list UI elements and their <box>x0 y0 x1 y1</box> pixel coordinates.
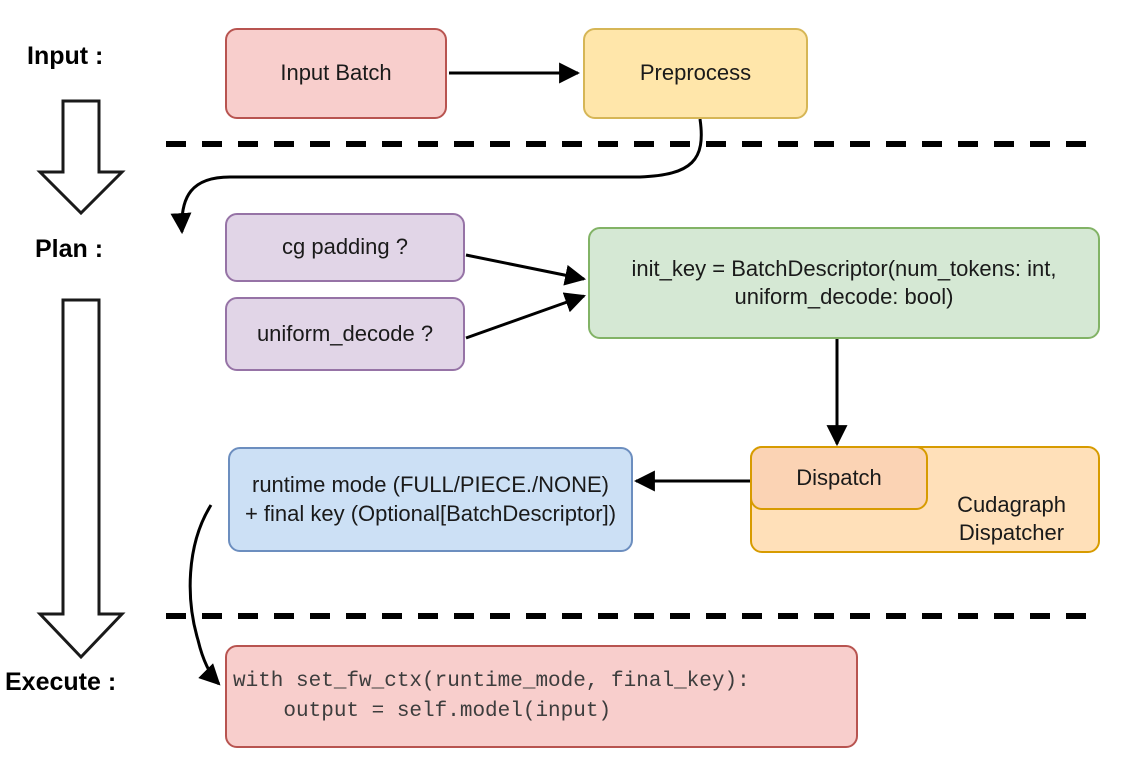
node-input-batch[interactable]: Input Batch <box>225 28 447 119</box>
stage-label-execute: Execute : <box>5 668 117 696</box>
node-preprocess[interactable]: Preprocess <box>583 28 808 119</box>
node-init-key-line2: uniform_decode: bool) <box>734 284 954 309</box>
node-runtime-mode-line2: + final key (Optional[BatchDescriptor]) <box>244 500 617 526</box>
arrow-cg-padding-to-init-key <box>465 253 587 286</box>
node-cg-padding[interactable]: cg padding ? <box>225 213 465 282</box>
node-dispatch[interactable]: Dispatch <box>750 446 928 510</box>
node-runtime-mode[interactable]: runtime mode (FULL/PIECE./NONE) + final … <box>228 447 633 552</box>
node-init-key[interactable]: init_key = BatchDescriptor(num_tokens: i… <box>588 227 1100 339</box>
arrow-runtime-mode-to-execute-code <box>188 504 221 686</box>
big-arrow-plan-to-execute <box>36 298 126 660</box>
stage-label-plan: Plan : <box>35 235 104 263</box>
node-uniform-decode[interactable]: uniform_decode ? <box>225 297 465 371</box>
node-cudagraph-dispatcher-line1: Cudagraph <box>957 491 1066 517</box>
node-execute-code[interactable]: with set_fw_ctx(runtime_mode, final_key)… <box>225 645 858 748</box>
node-execute-code-line1: with set_fw_ctx(runtime_mode, final_key)… <box>233 669 750 693</box>
big-arrow-input-to-plan <box>36 99 126 216</box>
node-cudagraph-dispatcher-line2: Dispatcher <box>958 519 1065 545</box>
node-init-key-line1: init_key = BatchDescriptor(num_tokens: i… <box>631 255 1057 281</box>
node-runtime-mode-line1: runtime mode (FULL/PIECE./NONE) <box>252 472 609 498</box>
stage-label-input: Input : <box>27 42 104 70</box>
node-execute-code-line2: output = self.model(input) <box>233 699 612 723</box>
arrow-uniform-decode-to-init-key <box>465 292 586 340</box>
node-cudagraph-dispatcher-label: Cudagraph Dispatcher <box>939 491 1084 547</box>
